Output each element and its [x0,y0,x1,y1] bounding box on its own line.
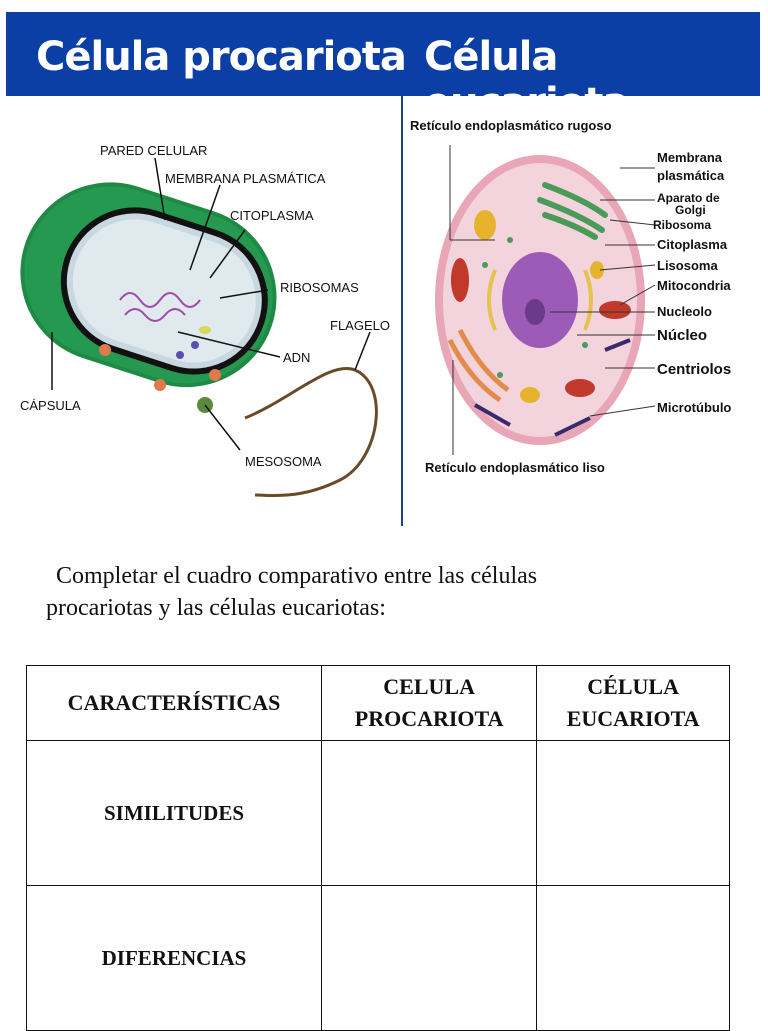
label-centriolos: Centriolos [657,361,731,378]
label-citoplasma-euc: Citoplasma [657,237,728,252]
header-caracteristicas: CARACTERÍSTICAS [26,665,322,741]
header-eucariota: CÉLULA EUCARIOTA [536,665,730,741]
bacterium-illustration [20,182,378,498]
cell-similitudes-eucariota[interactable] [536,740,730,886]
procariota-title: Célula procariota [36,34,407,80]
cell-diferencias-eucariota[interactable] [536,885,730,1031]
cell-diferencias-procariota[interactable] [320,885,538,1031]
label-re-liso: Retículo endoplasmático liso [425,460,605,475]
label-lisosoma: Lisosoma [657,258,718,273]
label-pared-celular: PARED CELULAR [100,143,207,158]
label-ribosomas: RIBOSOMAS [280,280,359,295]
instruction-line-1: Completar el cuadro comparativo entre la… [56,563,538,589]
table-row-diferencias: DIFERENCIAS [26,885,730,1031]
label-ribosoma: Ribosoma [653,218,711,232]
label-flagelo: FLAGELO [330,318,390,333]
row-label-diferencias: DIFERENCIAS [26,885,322,1031]
label-membrana-2: plasmática [657,168,725,183]
header-procariota-line-1: CELULA [383,674,475,699]
header-procariota: CELULA PROCARIOTA [320,665,538,741]
label-capsula: CÁPSULA [20,398,81,413]
column-divider [401,96,403,526]
label-nucleo: Núcleo [657,327,707,344]
label-mitocondria: Mitocondria [657,278,731,293]
animal-cell-illustration [435,155,645,445]
label-nucleolo: Nucleolo [657,304,712,319]
instruction-line-2: procariotas y las células eucariotas: [46,595,386,621]
eucariota-title: Célula eucariota [424,34,629,126]
label-citoplasma: CITOPLASMA [230,208,314,223]
procariota-diagram: PARED CELULAR MEMBRANA PLASMÁTICA CITOPL… [20,143,390,498]
label-microtubulo: Microtúbulo [657,400,731,415]
label-mesosoma: MESOSOMA [245,454,322,469]
label-golgi-2: Golgi [675,203,706,217]
label-membrana-plasmatica: MEMBRANA PLASMÁTICA [165,171,326,186]
comparison-table: CARACTERÍSTICAS CELULA PROCARIOTA CÉLULA… [26,665,730,1031]
title-banner: Célula procariota Célula eucariota [6,12,760,126]
header-procariota-line-2: PROCARIOTA [354,706,504,731]
instruction-text: Completar el cuadro comparativo entre la… [46,560,686,624]
table-header-row: CARACTERÍSTICAS CELULA PROCARIOTA CÉLULA… [26,665,730,741]
row-label-similitudes: SIMILITUDES [26,740,322,886]
header-eucariota-line-1: CÉLULA [587,674,679,699]
label-adn: ADN [283,350,310,365]
header-eucariota-line-2: EUCARIOTA [566,706,700,731]
label-re-rugoso: Retículo endoplasmático rugoso [410,118,612,133]
label-golgi-1: Aparato de [657,191,720,205]
cell-similitudes-procariota[interactable] [320,740,538,886]
label-membrana-1: Membrana [657,150,723,165]
eucariota-diagram: Retículo endoplasmático rugoso Membrana … [410,118,731,475]
table-row-similitudes: SIMILITUDES [26,740,730,886]
